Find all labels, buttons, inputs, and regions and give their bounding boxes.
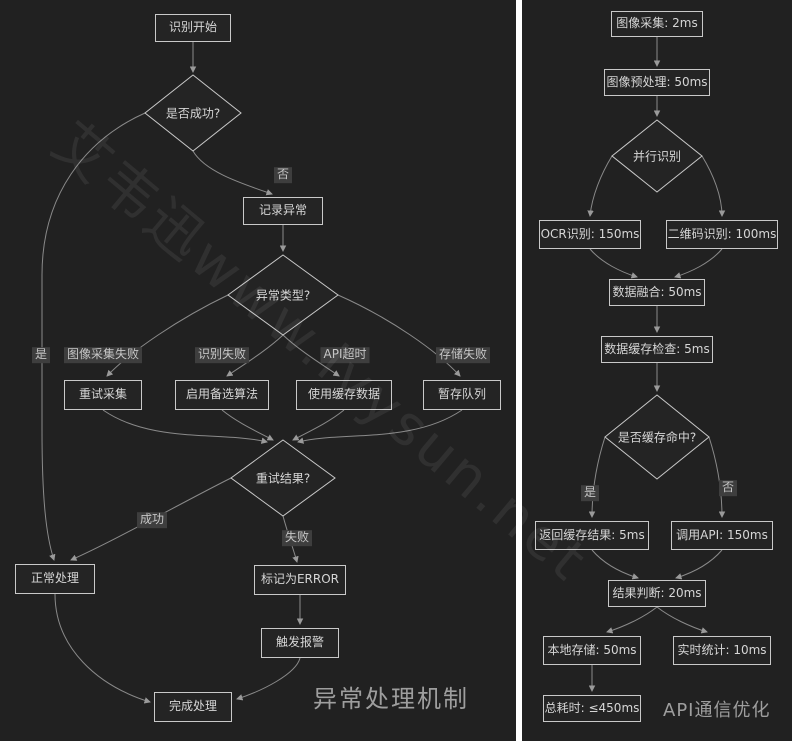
node-capture: 图像采集: 2ms bbox=[611, 11, 703, 37]
success-question-diamond bbox=[144, 74, 242, 152]
node-return-cache: 返回缓存结果: 5ms bbox=[535, 521, 649, 550]
node-done: 完成处理 bbox=[154, 692, 232, 722]
edge-judge-stats bbox=[656, 606, 708, 634]
edge-qr-fusion bbox=[674, 248, 723, 279]
node-call-api: 调用API: 150ms bbox=[671, 521, 773, 550]
node-queue: 暂存队列 bbox=[423, 380, 501, 410]
edge-label-success: 成功 bbox=[136, 512, 168, 528]
panel-divider bbox=[516, 0, 522, 741]
node-normal-process: 正常处理 bbox=[15, 564, 95, 594]
type-question-diamond bbox=[227, 254, 339, 336]
exception-chart-title: 异常处理机制 bbox=[313, 685, 469, 713]
edge-typeq-altalgo bbox=[226, 334, 284, 377]
edge-label-capture-fail: 图像采集失败 bbox=[63, 347, 143, 363]
node-retry-question: 重试结果? bbox=[255, 471, 311, 486]
node-use-cache: 使用缓存数据 bbox=[296, 380, 392, 410]
parallel-diamond bbox=[611, 119, 703, 193]
node-mark-error: 标记为ERROR bbox=[254, 565, 346, 595]
edge-typeq-queue bbox=[337, 294, 461, 377]
edge-cacheq-callapi bbox=[708, 436, 726, 518]
edge-cacheq-returncache bbox=[588, 436, 606, 518]
node-cache-question: 是否缓存命中? bbox=[617, 430, 697, 445]
api-edge-layer bbox=[587, 37, 726, 692]
exception-flowchart-panel: 识别开始 是否成功? 记录异常 异常类型? 重试采集 启用备选算法 使用缓存数据… bbox=[0, 0, 516, 741]
edge-typeq-usecache bbox=[282, 334, 340, 377]
node-qr: 二维码识别: 100ms bbox=[666, 220, 778, 249]
cache-question-diamond bbox=[604, 394, 710, 480]
node-type-question: 异常类型? bbox=[255, 288, 311, 303]
edge-normal-done bbox=[54, 593, 151, 704]
edge-label-api-timeout: API超时 bbox=[320, 347, 370, 363]
edge-usecache-retryq bbox=[292, 409, 345, 441]
node-ocr: OCR识别: 150ms bbox=[539, 220, 641, 249]
node-alt-algorithm: 启用备选算法 bbox=[175, 380, 269, 410]
node-preprocess: 图像预处理: 50ms bbox=[604, 69, 710, 96]
node-alarm: 触发报警 bbox=[261, 628, 339, 658]
node-start: 识别开始 bbox=[155, 14, 231, 42]
edge-label-recog-fail: 识别失败 bbox=[194, 347, 250, 363]
edge-successq-log bbox=[192, 150, 273, 196]
edge-parallel-qr bbox=[701, 155, 726, 217]
edge-label-cache-no: 否 bbox=[718, 480, 738, 496]
edge-returncache-judge bbox=[591, 549, 639, 580]
node-cache-check: 数据缓存检查: 5ms bbox=[601, 336, 713, 363]
node-log-exception: 记录异常 bbox=[243, 197, 323, 225]
edge-judge-localstore bbox=[606, 606, 658, 634]
edge-alarm-done bbox=[236, 657, 301, 701]
edge-label-no: 否 bbox=[273, 167, 293, 183]
edge-successq-normal bbox=[41, 112, 146, 561]
retry-question-diamond bbox=[230, 439, 336, 517]
edge-label-store-fail: 存储失败 bbox=[435, 347, 491, 363]
exception-edge-layer bbox=[41, 42, 463, 704]
edge-queue-retryq bbox=[297, 409, 463, 444]
edge-typeq-retrycapture bbox=[106, 294, 229, 377]
node-fusion: 数据融合: 50ms bbox=[609, 279, 705, 306]
node-parallel: 并行识别 bbox=[632, 149, 682, 164]
edge-label-cache-yes: 是 bbox=[580, 485, 600, 501]
edge-label-yes: 是 bbox=[31, 347, 51, 363]
node-stats: 实时统计: 10ms bbox=[673, 636, 771, 665]
edge-callapi-judge bbox=[675, 549, 723, 580]
node-success-question: 是否成功? bbox=[165, 106, 221, 121]
edge-retrycapture-retryq bbox=[102, 409, 268, 444]
edge-altalgo-retryq bbox=[221, 409, 274, 441]
api-flowchart-panel: 图像采集: 2ms 图像预处理: 50ms 并行识别 OCR识别: 150ms … bbox=[522, 0, 792, 741]
edge-ocr-fusion bbox=[589, 248, 638, 279]
edge-parallel-ocr bbox=[587, 155, 613, 217]
node-judge: 结果判断: 20ms bbox=[608, 580, 706, 607]
edge-label-fail: 失败 bbox=[281, 530, 313, 546]
node-local-store: 本地存储: 50ms bbox=[543, 636, 641, 665]
node-total-time: 总耗时: ≤450ms bbox=[543, 695, 641, 722]
node-retry-capture: 重试采集 bbox=[64, 380, 142, 410]
api-chart-title: API通信优化 bbox=[663, 700, 771, 721]
